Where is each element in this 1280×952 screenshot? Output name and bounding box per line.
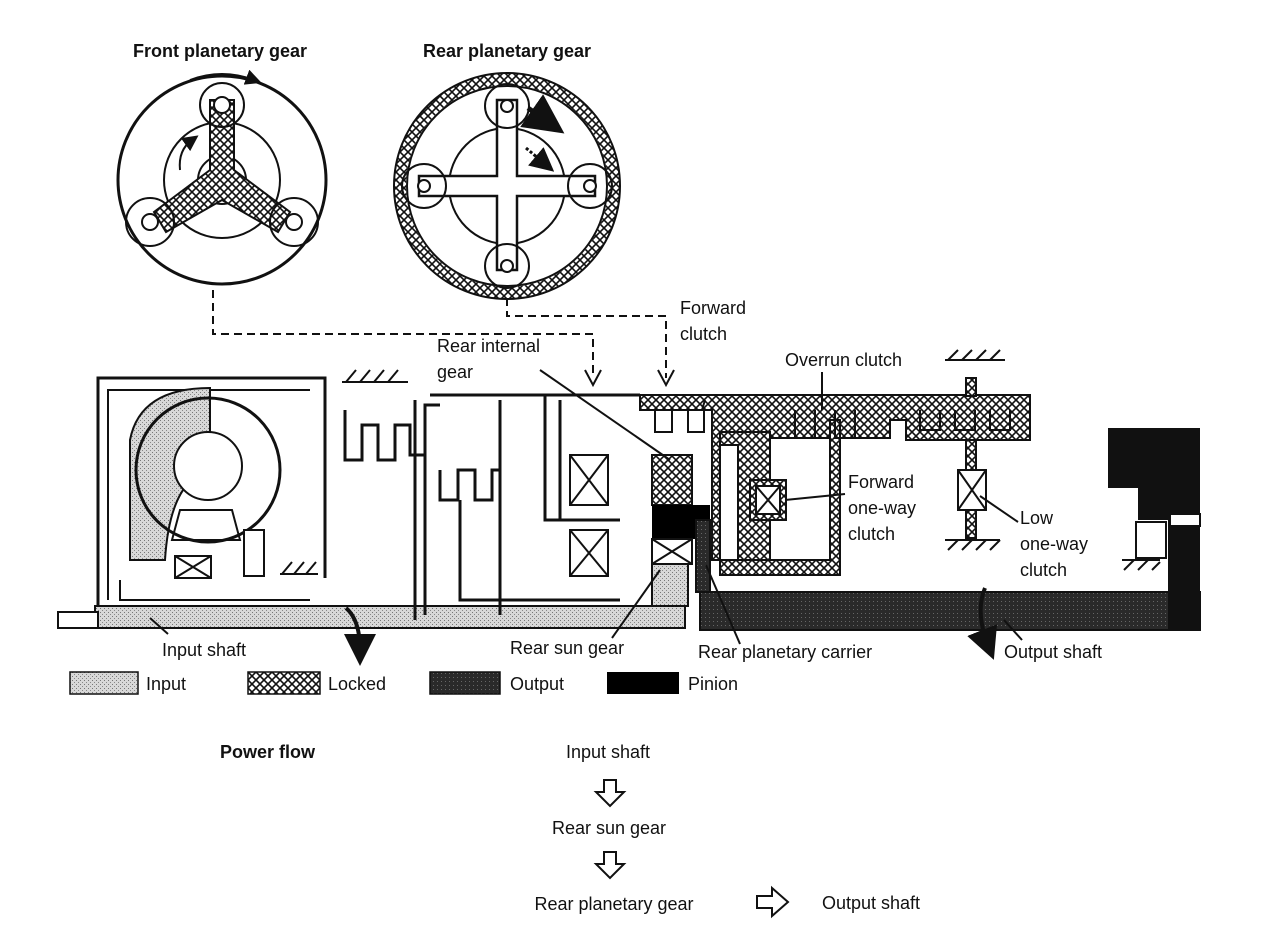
power-flow-step-4: Output shaft [822,893,920,913]
legend-swatch-output [429,671,501,695]
label-rear-internal-1: Rear internal [437,336,540,356]
legend-label-input: Input [146,674,186,694]
dashed-connectors [212,290,675,388]
rear-planetary-gear: Rear planetary gear [393,41,621,300]
label-low-oneway-2: one-way [1020,534,1088,554]
label-overrun-clutch: Overrun clutch [785,350,902,370]
label-forward-clutch-1: Forward [680,298,746,318]
rear-planetary-title: Rear planetary gear [423,41,591,61]
front-planetary-gear: Front planetary gear [116,41,328,286]
label-low-oneway-1: Low [1020,508,1054,528]
down-arrow-icon [593,851,627,880]
down-arrow-icon [593,779,627,808]
transmission-cross-section [57,349,1201,666]
legend-label-locked: Locked [328,674,386,694]
legend-label-pinion: Pinion [688,674,738,694]
power-flow-step-1: Input shaft [566,742,650,762]
power-flow-step-2: Rear sun gear [552,818,666,838]
label-forward-oneway-3: clutch [848,524,895,544]
front-planetary-title: Front planetary gear [133,41,307,61]
label-low-oneway-3: clutch [1020,560,1067,580]
label-forward-oneway-1: Forward [848,472,914,492]
right-arrow-icon [756,885,790,919]
label-forward-oneway-2: one-way [848,498,916,518]
legend-swatch-locked [247,671,321,695]
legend-label-output: Output [510,674,564,694]
power-flow-step-3: Rear planetary gear [534,894,693,914]
power-flow-title: Power flow [220,742,316,762]
label-output-shaft: Output shaft [1004,642,1102,662]
legend-swatch-input [69,671,139,695]
leader-lines [149,369,1023,645]
legend: Input Locked Output Pinion [69,671,738,695]
label-rear-internal-2: gear [437,362,473,382]
label-input-shaft: Input shaft [162,640,246,660]
legend-swatch-pinion [607,672,679,694]
component-labels: Forward clutch Rear internal gear Overru… [162,298,1102,662]
power-flow: Power flow Input shaft Rear sun gear Rea… [220,742,920,919]
label-rear-planetary-carrier: Rear planetary carrier [698,642,872,662]
label-rear-sun-gear: Rear sun gear [510,638,624,658]
label-forward-clutch-2: clutch [680,324,727,344]
